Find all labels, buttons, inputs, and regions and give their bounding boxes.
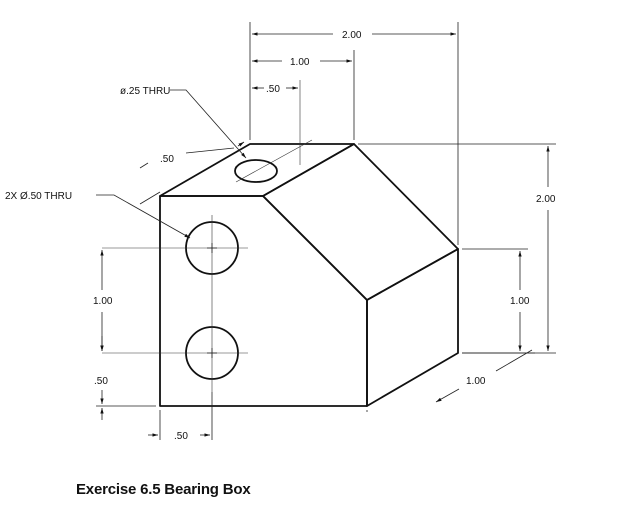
dim-bottom-offset: .50 xyxy=(174,431,188,442)
exercise-caption: Exercise 6.5 Bearing Box xyxy=(76,481,251,498)
object-outline xyxy=(159,143,459,407)
front-face xyxy=(159,195,368,407)
small-hole-top xyxy=(234,159,278,183)
dim-depth: 1.00 xyxy=(466,376,486,387)
note-large-holes: 2X Ø.50 THRU xyxy=(5,191,72,202)
dim-hole-offset-x: .50 xyxy=(266,84,280,95)
note-small-hole: ø.25 THRU xyxy=(120,86,170,97)
dim-overall-height: 2.00 xyxy=(536,194,556,205)
leaders xyxy=(96,89,247,239)
dim-bottom-hole-height: .50 xyxy=(94,376,108,387)
hole-centerlines xyxy=(102,80,313,392)
dim-top-width: 1.00 xyxy=(290,57,310,68)
slanted-face xyxy=(262,143,459,301)
top-face xyxy=(159,143,355,197)
dim-overall-width: 2.00 xyxy=(342,30,362,41)
dim-hole-spacing: 1.00 xyxy=(93,296,113,307)
extension-lines xyxy=(96,22,556,440)
right-face xyxy=(366,248,459,407)
dim-right-face-height: 1.00 xyxy=(510,296,530,307)
dim-depth-offset: .50 xyxy=(160,154,174,165)
dimension-lines xyxy=(100,32,550,437)
